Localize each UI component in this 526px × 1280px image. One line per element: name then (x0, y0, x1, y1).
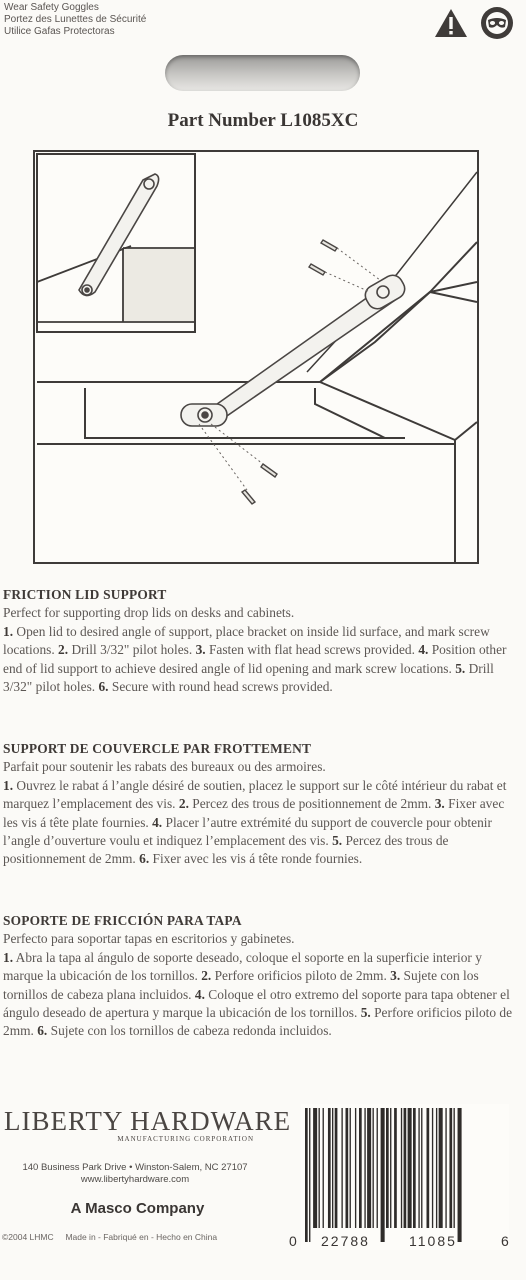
barcode-group-2: 11085 (409, 1233, 457, 1249)
barcode-bar (390, 1108, 392, 1228)
barcode-bar (305, 1108, 308, 1242)
barcode-bar (453, 1108, 455, 1228)
barcode-bar (359, 1108, 362, 1228)
logo-subtitle: MANUFACTURING CORPORATION (117, 1135, 254, 1143)
lid-support-diagram (36, 153, 478, 562)
barcode-bar (431, 1108, 434, 1228)
barcode-bar (309, 1108, 311, 1242)
barcode-bar (413, 1108, 416, 1228)
barcode-bar (354, 1108, 357, 1228)
logo-wordmark: LIBERTY HARDWARE (4, 1106, 292, 1136)
barcode-bar (445, 1108, 447, 1228)
country-of-origin: Made in - Fabriqué en - Hecho en China (65, 1232, 218, 1242)
section-steps: 1. Open lid to desired angle of support,… (3, 623, 507, 695)
section-intro: Perfecto para soportar tapas en escritor… (3, 931, 295, 947)
parent-company: A Masco Company (70, 1200, 205, 1217)
barcode-bar (426, 1108, 430, 1228)
upc-barcode: 0 22788 11085 6 (289, 1104, 509, 1250)
warning-es: Utilice Gafas Protectoras (4, 26, 115, 37)
website: www.libertyhardware.com (80, 1174, 190, 1185)
barcode-bar (449, 1108, 453, 1228)
barcode-bar (322, 1108, 324, 1228)
barcode-bar (407, 1108, 412, 1228)
barcode-bar (313, 1108, 318, 1228)
barcode-bar (345, 1108, 349, 1228)
barcode-bar (367, 1108, 372, 1228)
barcode-bar (438, 1108, 443, 1228)
barcode-bar (400, 1108, 403, 1228)
section-heading: SUPPORT DE COUVERCLE PAR FROTTEMENT (3, 741, 312, 756)
section-heading: FRICTION LID SUPPORT (3, 587, 167, 602)
part-number: Part Number L1085XC (167, 110, 359, 131)
instructions-french: SUPPORT DE COUVERCLE PAR FROTTEMENT Parf… (3, 740, 521, 869)
warning-fr: Portez des Lunettes de Sécurité (4, 14, 147, 25)
instructions-spanish: SOPORTE DE FRICCIÓN PARA TAPA Perfecto p… (3, 912, 521, 1041)
barcode-bar (341, 1108, 343, 1228)
street-address: 140 Business Park Drive • Winston-Salem,… (22, 1162, 248, 1173)
barcode-bar (380, 1108, 385, 1242)
section-steps: 1. Ouvrez le rabat á l’angle désiré de s… (3, 777, 507, 867)
section-heading: SOPORTE DE FRICCIÓN PARA TAPA (3, 913, 242, 928)
barcode-bar (435, 1108, 438, 1228)
barcode-bar (418, 1108, 420, 1228)
hang-hole (165, 55, 360, 91)
barcode-bar (394, 1108, 397, 1228)
barcode-bar (386, 1108, 389, 1228)
instructions-english: FRICTION LID SUPPORT Perfect for support… (3, 586, 521, 696)
barcode-bar (318, 1108, 320, 1228)
safety-warning: Wear Safety Goggles Portez des Lunettes … (4, 2, 146, 38)
company-address: 140 Business Park Drive • Winston-Salem,… (0, 1162, 270, 1186)
warning-triangle-icon (435, 9, 467, 37)
barcode-bar (332, 1108, 334, 1228)
section-intro: Perfect for supporting drop lids on desk… (3, 605, 295, 621)
section-steps: 1. Abra la tapa al ángulo de soporte des… (3, 949, 513, 1039)
installation-illustration (33, 150, 479, 564)
barcode-bar (349, 1108, 351, 1228)
company-logo: LIBERTY HARDWARE MANUFACTURING CORPORATI… (4, 1106, 292, 1143)
barcode-bar (372, 1108, 374, 1228)
barcode-bar (327, 1108, 331, 1228)
barcode-left-digit: 0 (289, 1233, 297, 1249)
barcode-group-1: 22788 (321, 1233, 370, 1249)
barcode-right-digit: 6 (501, 1233, 509, 1249)
barcode-bar (457, 1108, 462, 1242)
barcode-bar (421, 1108, 423, 1228)
footer-note: ©2004 LHMC Made in - Fabriqué en - Hecho… (2, 1232, 217, 1242)
copyright: ©2004 LHMC (2, 1232, 54, 1242)
warning-en: Wear Safety Goggles (4, 2, 99, 13)
barcode-bar (376, 1108, 378, 1228)
barcode-bar (334, 1108, 338, 1228)
safety-goggles-icon (481, 7, 513, 39)
barcode-bar (364, 1108, 366, 1228)
barcode-bar (403, 1108, 407, 1228)
section-intro: Parfait pour soutenir les rabats des bur… (3, 759, 326, 775)
